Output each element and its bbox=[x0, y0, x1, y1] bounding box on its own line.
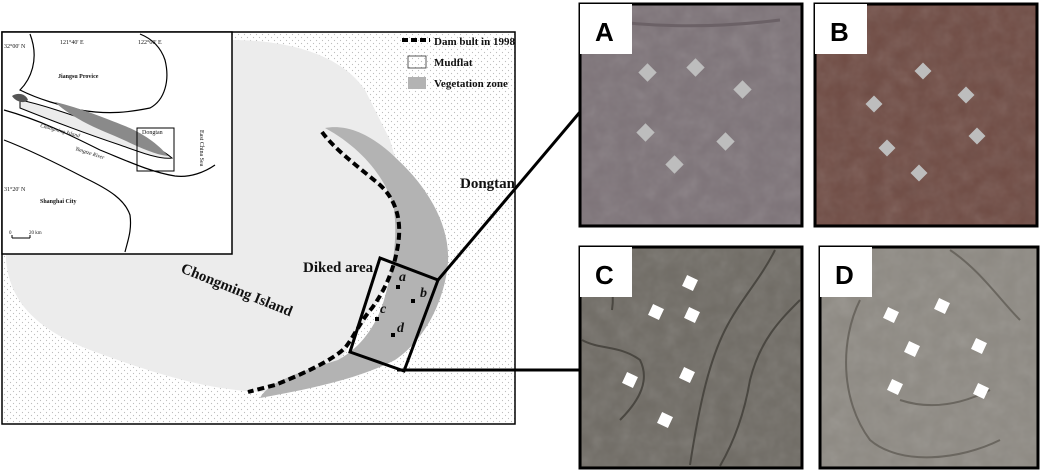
creek bbox=[581, 339, 645, 421]
panel-a-letter: A bbox=[595, 17, 614, 47]
quadrat bbox=[665, 155, 684, 174]
panel-b-letter-box bbox=[815, 4, 867, 54]
site-a-marker bbox=[396, 285, 400, 289]
quadrat bbox=[679, 367, 695, 383]
site-d-label: d bbox=[397, 321, 405, 336]
quadrat bbox=[733, 80, 752, 99]
legend-vegetation-label: Vegetation zone bbox=[434, 78, 508, 90]
inset-locator-box bbox=[136, 127, 175, 172]
inset-vegetation bbox=[55, 102, 168, 156]
quadrat bbox=[682, 275, 698, 291]
quadrat bbox=[973, 383, 989, 399]
quadrat bbox=[648, 304, 664, 320]
inset-small-island bbox=[12, 93, 28, 103]
quadrat bbox=[657, 412, 673, 428]
site-d-marker bbox=[391, 333, 395, 337]
quadrat bbox=[887, 379, 903, 395]
inset-lon-east: 122°00' E bbox=[138, 39, 162, 46]
inset-scale-dist: 20 km bbox=[29, 231, 42, 236]
inset-coast-south bbox=[3, 139, 132, 253]
inset-province: Jiangsu Provice bbox=[58, 74, 99, 80]
panel-b-letter: B bbox=[830, 17, 849, 47]
panel-b: B bbox=[813, 2, 1039, 228]
quadrat bbox=[636, 123, 655, 142]
panel-d: D bbox=[818, 245, 1040, 470]
site-c-marker bbox=[375, 317, 379, 321]
panel-c-quadrats bbox=[622, 275, 700, 428]
site-b-marker bbox=[411, 299, 415, 303]
panel-b-quadrats bbox=[865, 62, 986, 182]
site-b-label: b bbox=[420, 286, 427, 301]
quadrat bbox=[684, 307, 700, 323]
quadrat bbox=[957, 86, 975, 104]
legend: Dam bult in 1998 Mudflat Vegetation zone bbox=[402, 36, 515, 90]
inset-lon-west: 121°40' E bbox=[60, 39, 84, 46]
panel-d-letter-box bbox=[820, 247, 872, 297]
dongtan-label: Dongtan bbox=[460, 176, 516, 192]
panel-a: A bbox=[578, 2, 804, 228]
quadrat bbox=[971, 338, 987, 354]
panel-d-letter: D bbox=[835, 260, 854, 290]
quadrat bbox=[638, 63, 657, 82]
quadrat bbox=[914, 62, 932, 80]
panel-a-quadrats bbox=[636, 58, 752, 174]
diked-area-label: Diked area bbox=[303, 260, 374, 276]
quadrat bbox=[686, 58, 705, 77]
legend-dam-label: Dam bult in 1998 bbox=[434, 36, 515, 48]
sampling-sites: a b c d bbox=[375, 270, 427, 337]
legend-vegetation-swatch bbox=[408, 77, 426, 89]
quadrat bbox=[883, 307, 899, 323]
quadrat bbox=[716, 132, 735, 151]
panel-c-letter-box bbox=[580, 247, 632, 297]
inset-lat-south: 31°20' N bbox=[4, 186, 26, 193]
inset-coast-north bbox=[18, 33, 168, 114]
creek bbox=[689, 249, 776, 466]
inset-dongtan-label: Dongtan bbox=[142, 130, 163, 136]
inset-sea-label: East China Sea bbox=[198, 130, 204, 167]
site-a-label: a bbox=[399, 270, 406, 285]
inset-map: 32°00' N 31°20' N 121°40' E 122°00' E Ji… bbox=[1, 31, 233, 255]
quadrat bbox=[865, 95, 883, 113]
legend-mudflat-swatch bbox=[407, 55, 427, 69]
quadrat bbox=[934, 298, 950, 314]
inset-lat-north: 32°00' N bbox=[4, 43, 26, 50]
quadrat bbox=[878, 139, 896, 157]
inset-scale-zero: 0 bbox=[9, 231, 12, 236]
panel-c-letter: C bbox=[595, 260, 614, 290]
panel-c: C bbox=[578, 245, 804, 470]
vegetation-zone bbox=[260, 127, 449, 399]
quadrat bbox=[622, 372, 638, 388]
panel-a-letter-box bbox=[580, 4, 632, 54]
creek bbox=[719, 299, 801, 467]
quadrat bbox=[904, 341, 920, 357]
inset-coast-mid bbox=[3, 109, 216, 177]
quadrat bbox=[968, 127, 986, 145]
legend-mudflat-label: Mudflat bbox=[434, 57, 473, 69]
creek bbox=[845, 299, 1001, 459]
dam-1998-line bbox=[247, 130, 402, 394]
inset-city-label: Shanghai City bbox=[40, 199, 77, 205]
connector-top bbox=[436, 111, 582, 281]
site-c-label: c bbox=[380, 302, 387, 317]
creek bbox=[949, 249, 1021, 321]
panel-d-quadrats bbox=[883, 298, 989, 399]
quadrat bbox=[910, 164, 928, 182]
